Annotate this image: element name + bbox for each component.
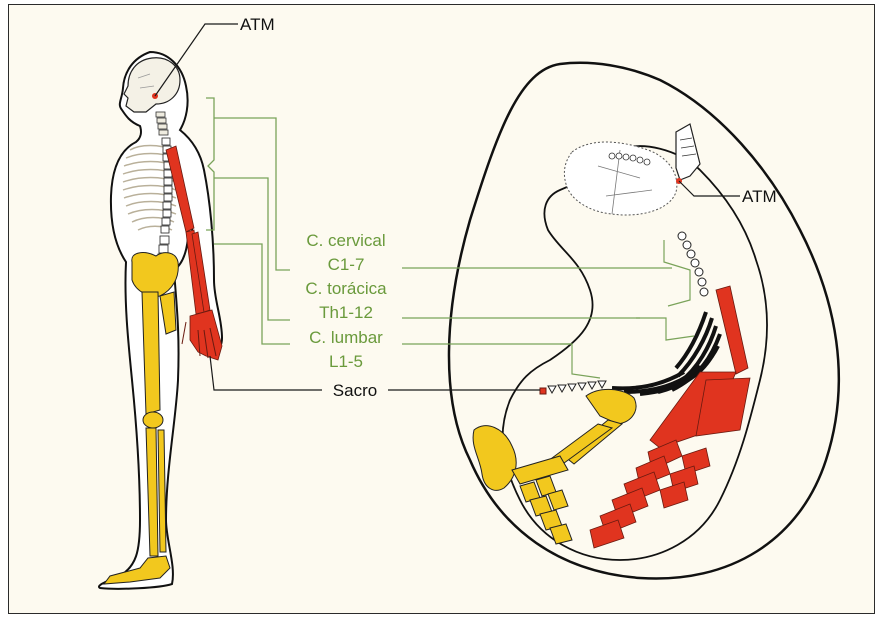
fetus-skull (564, 142, 676, 215)
thoracic-range-label: Th1-12 (319, 303, 373, 322)
label-leader-lines (402, 268, 672, 344)
thoracic-name-label: C. torácica (305, 279, 387, 298)
atm-left-label: ATM (240, 15, 275, 34)
lumbar-range-label: L1-5 (329, 352, 363, 371)
cervical-range-label: C1-7 (328, 255, 365, 274)
fetus-figure (449, 63, 839, 579)
lumbar-name-label: C. lumbar (309, 328, 383, 347)
atm-right-label: ATM (742, 187, 777, 206)
sacrum-label: Sacro (333, 381, 377, 400)
fetus-mandible (676, 124, 700, 180)
fetus-spine-brackets (560, 240, 694, 378)
adult-figure (99, 52, 222, 589)
cervical-name-label: C. cervical (306, 231, 385, 250)
fetus-cervical-spine (678, 232, 708, 296)
